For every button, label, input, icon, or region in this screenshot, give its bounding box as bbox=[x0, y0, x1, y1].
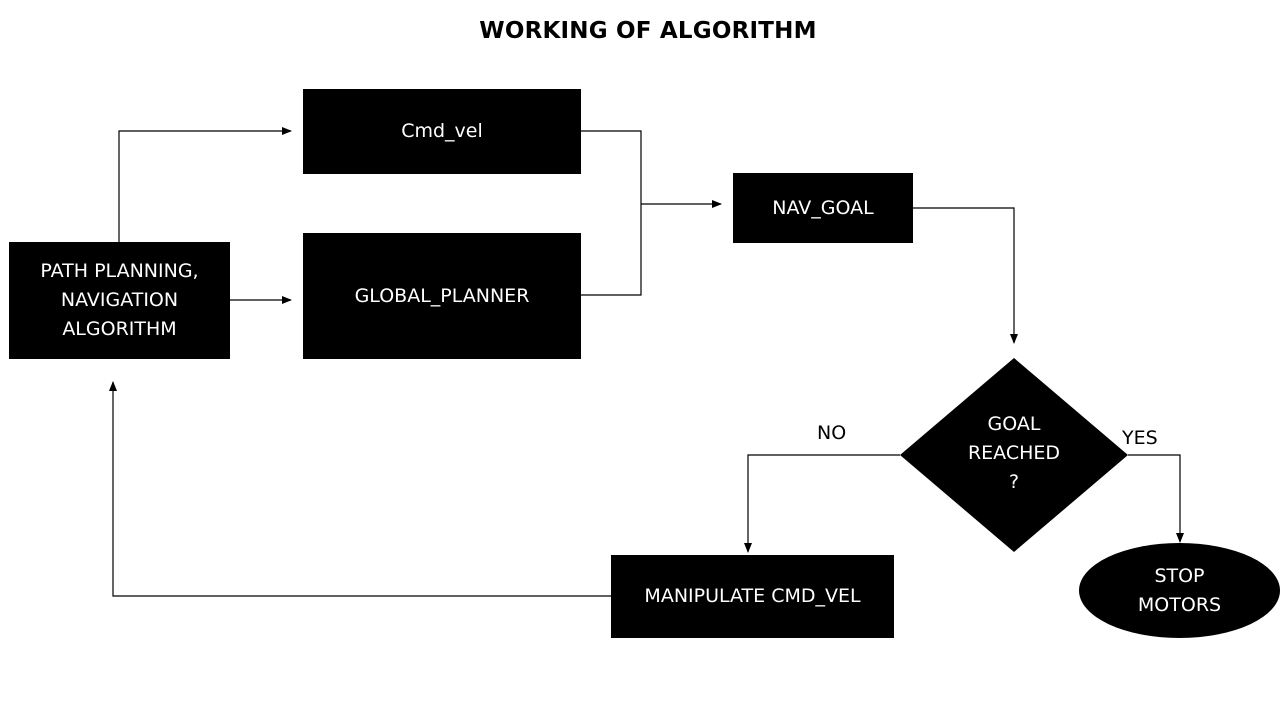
decision-goal-reached-shape bbox=[900, 358, 1128, 552]
connector-cmdvel-to-merge bbox=[581, 130, 642, 296]
node-stop-motors: STOP MOTORS bbox=[1079, 543, 1280, 638]
node-cmd-vel: Cmd_vel bbox=[303, 89, 581, 174]
node-stop-motors-label: STOP MOTORS bbox=[1137, 564, 1222, 616]
node-global-planner: GLOBAL_PLANNER bbox=[303, 233, 581, 359]
connector-manipulate-to-path bbox=[109, 381, 611, 597]
node-cmd-vel-label: Cmd_vel bbox=[401, 120, 483, 142]
connector-decision-no bbox=[744, 454, 900, 553]
node-path-planning-label: PATH PLANNING, NAVIGATION ALGORITHM bbox=[40, 260, 199, 340]
decision-goal-reached-label: GOAL REACHED ? bbox=[967, 413, 1061, 493]
node-nav-goal-label: NAV_GOAL bbox=[772, 196, 874, 219]
node-manipulate-cmd-vel: MANIPULATE CMD_VEL bbox=[611, 555, 894, 638]
edge-label-no: NO bbox=[817, 422, 847, 444]
diagram-title: WORKING OF ALGORITHM bbox=[479, 18, 817, 44]
node-manipulate-cmd-vel-label: MANIPULATE CMD_VEL bbox=[644, 585, 861, 607]
node-nav-goal: NAV_GOAL bbox=[733, 173, 913, 243]
node-path-planning: PATH PLANNING, NAVIGATION ALGORITHM bbox=[9, 242, 230, 359]
node-global-planner-label: GLOBAL_PLANNER bbox=[354, 284, 530, 307]
edge-label-yes: YES bbox=[1122, 427, 1158, 449]
connector-navgoal-to-decision bbox=[913, 207, 1018, 344]
connector-decision-yes bbox=[1128, 454, 1184, 543]
connector-path-to-cmdvel bbox=[118, 127, 292, 242]
